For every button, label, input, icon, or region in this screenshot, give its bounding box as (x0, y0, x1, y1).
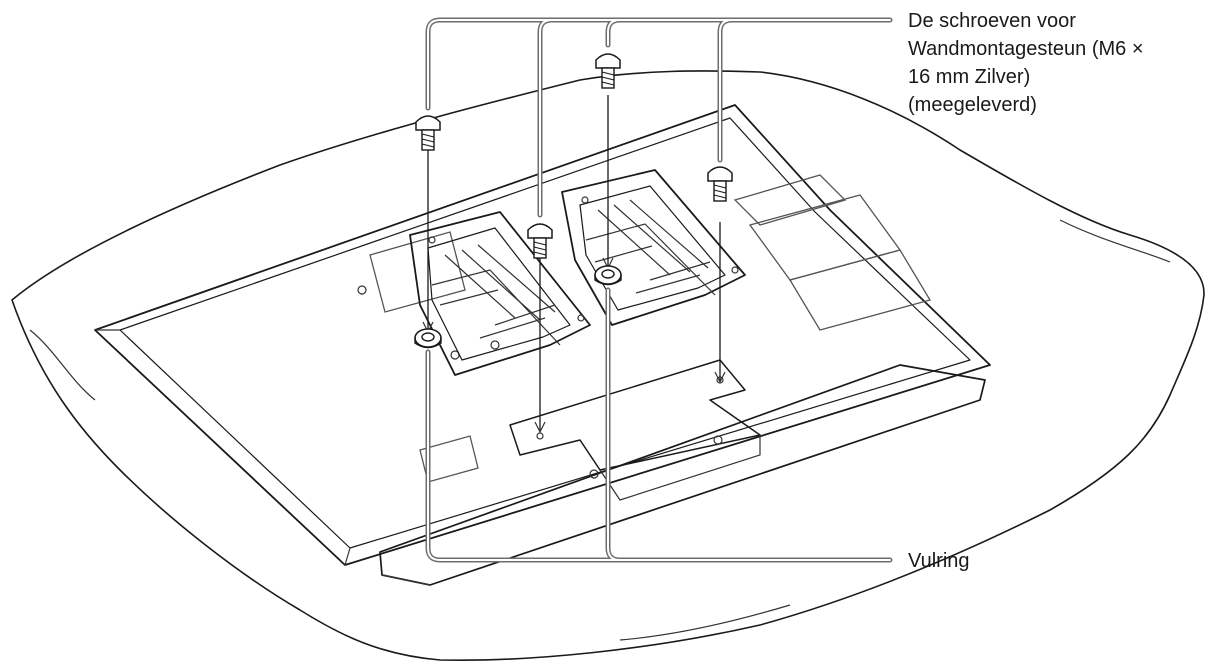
label-screws-line-2: Wandmontagesteun (M6 × (908, 38, 1144, 60)
tv-panel-bevel (119, 117, 971, 549)
rear-cover-plate (419, 435, 479, 483)
stand-foot (379, 364, 986, 586)
label-screws-line-4: (meegeleverd) (908, 94, 1037, 116)
label-screws-line-1: De schroeven voor (908, 10, 1076, 32)
protective-cloth (11, 70, 1205, 662)
screw-2 (527, 223, 553, 259)
panel-hole (713, 435, 723, 445)
rear-step (733, 174, 847, 226)
rear-cover-plate (369, 231, 466, 313)
panel-hole (490, 340, 500, 350)
panel-edge (344, 547, 351, 566)
tv-panel-outer (94, 104, 991, 566)
insertion-lines (422, 95, 726, 434)
leader-spacers (425, 287, 893, 563)
screw-3 (595, 53, 621, 89)
screw-4 (707, 166, 733, 202)
panel-hole (589, 469, 599, 479)
spacer-right (594, 265, 622, 286)
rear-step (748, 194, 902, 281)
panel-hole (357, 285, 367, 295)
rear-step (789, 249, 931, 331)
label-screws-line-3: 16 mm Zilver) (908, 66, 1030, 88)
bracket-left (409, 211, 591, 376)
stand-foot-edge (381, 574, 431, 586)
screw-1 (415, 115, 441, 151)
cloth-wrinkle (619, 604, 791, 641)
spacer-left (414, 328, 442, 349)
cloth-wrinkle (1059, 219, 1171, 263)
label-spacer: Vulring (908, 550, 970, 572)
panel-holes (357, 285, 724, 479)
leader-screws (425, 17, 893, 218)
panel-hole (536, 432, 544, 440)
bracket-right (561, 169, 746, 326)
cloth-wrinkle (29, 329, 96, 401)
